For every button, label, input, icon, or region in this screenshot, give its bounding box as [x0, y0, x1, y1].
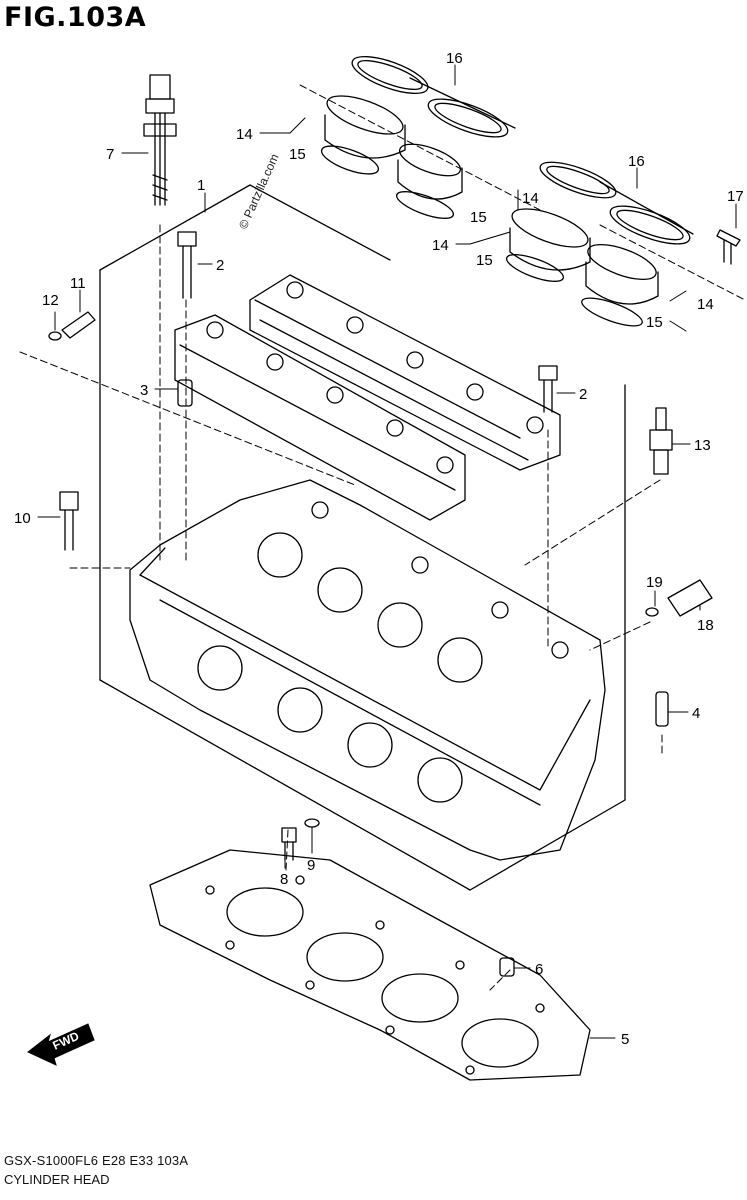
- callout-4: 4: [692, 705, 700, 722]
- callout-8: 8: [280, 871, 288, 888]
- callout-14-left-mid: 14: [432, 237, 449, 254]
- pin-4: [655, 691, 669, 727]
- camshaft-housing-lower: [174, 314, 466, 521]
- intake-pipe-group-left: [320, 56, 516, 219]
- screw-17: [716, 229, 741, 265]
- callout-15-left-mid: 15: [476, 252, 493, 269]
- dowel-6: [499, 957, 515, 977]
- bolt-2-left: [177, 231, 197, 299]
- bolt-2-right: [538, 365, 558, 413]
- assembly-outline-box: [99, 184, 626, 891]
- callout-labels: 1 2 2 3 4 5 6 7 8 9 10 11 12 13 14 14 14…: [14, 50, 744, 1048]
- fitting-11: [48, 311, 96, 341]
- watermark-text: © Partzilla.com: [236, 152, 282, 232]
- callout-14-top-left: 14: [236, 126, 253, 143]
- bolt-7: [143, 74, 177, 206]
- callout-12: 12: [42, 292, 59, 309]
- callout-11: 11: [70, 275, 86, 292]
- callout-6: 6: [535, 961, 543, 978]
- fwd-arrow-icon: FWD: [27, 1023, 95, 1066]
- leader-lines: [19, 84, 746, 991]
- washer-9: [304, 818, 320, 828]
- callout-7: 7: [106, 146, 114, 163]
- head-gasket-5: [149, 849, 591, 1081]
- callout-16-left: 16: [446, 50, 463, 67]
- callout-5: 5: [621, 1031, 629, 1048]
- callout-15-right: 15: [646, 314, 663, 331]
- callout-18: 18: [697, 617, 714, 634]
- callout-1: 1: [197, 177, 205, 194]
- callout-19: 19: [646, 574, 663, 591]
- cylinder-head-body: [129, 479, 606, 861]
- callout-14-mid: 14: [522, 190, 539, 207]
- bolt-8: [281, 827, 297, 861]
- callout-16-right: 16: [628, 153, 645, 170]
- callout-3: 3: [140, 382, 148, 399]
- callout-leaders: [37, 64, 737, 1039]
- figure-caption: CYLINDER HEAD: [4, 1172, 110, 1187]
- spark-plug-13: [649, 407, 673, 475]
- callout-15-top-left: 15: [289, 146, 306, 163]
- callout-15-mid: 15: [470, 209, 487, 226]
- callout-17: 17: [727, 188, 744, 205]
- camshaft-housing-upper: [249, 274, 561, 471]
- sensor-18: [645, 579, 713, 617]
- model-code: GSX-S1000FL6 E28 E33 103A: [4, 1153, 189, 1168]
- callout-2-upper: 2: [216, 257, 224, 274]
- callout-13: 13: [694, 437, 711, 454]
- callout-14-right: 14: [697, 296, 714, 313]
- callout-9: 9: [307, 857, 315, 874]
- dowel-3: [177, 379, 193, 407]
- callout-2-right: 2: [579, 386, 587, 403]
- intake-pipe-group-right: [505, 161, 694, 327]
- callout-10: 10: [14, 510, 31, 527]
- bolt-10: [59, 491, 79, 551]
- figure-title: FIG.103A: [4, 2, 147, 33]
